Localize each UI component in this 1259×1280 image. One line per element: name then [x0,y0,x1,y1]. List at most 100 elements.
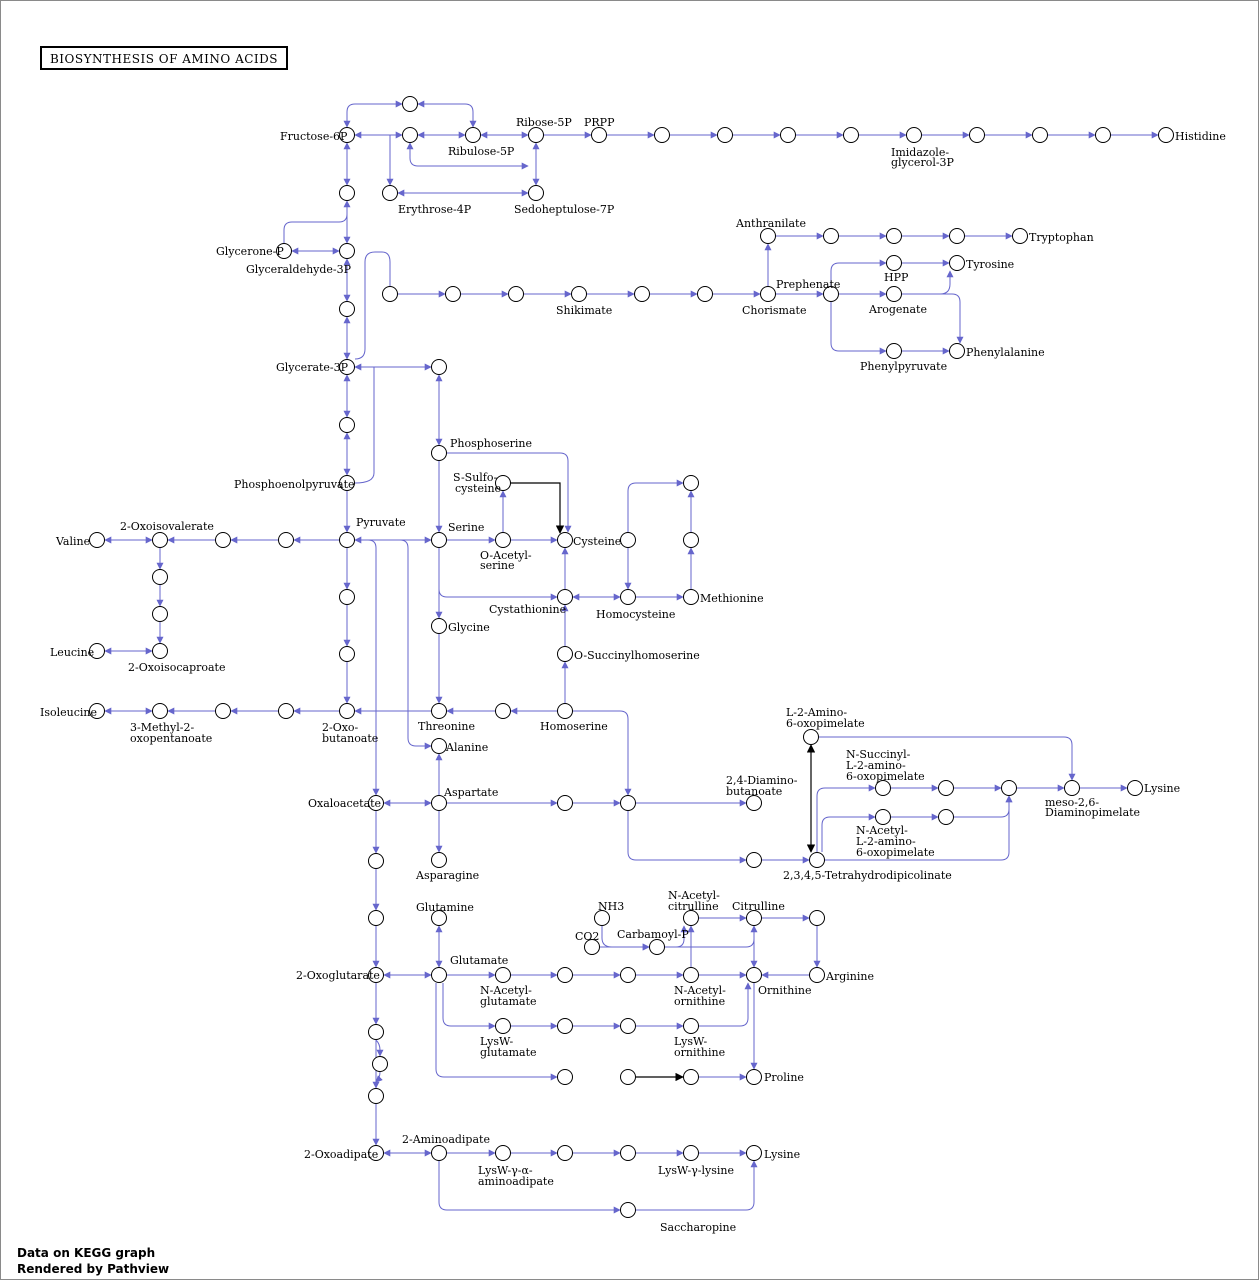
compound-node[interactable] [683,1145,699,1161]
compound-node[interactable] [697,286,713,302]
compound-node[interactable] [278,532,294,548]
compound-node[interactable] [368,1145,384,1161]
compound-node[interactable] [339,301,355,317]
compound-node[interactable] [746,1069,762,1085]
compound-node[interactable] [215,703,231,719]
compound-node[interactable] [557,646,573,662]
compound-node[interactable] [152,606,168,622]
compound-node[interactable] [508,286,524,302]
compound-node[interactable] [431,359,447,375]
compound-node[interactable] [372,1056,388,1072]
compound-node[interactable] [431,852,447,868]
compound-node[interactable] [339,589,355,605]
compound-node[interactable] [886,228,902,244]
compound-node[interactable] [557,589,573,605]
compound-node[interactable] [465,127,481,143]
compound-node[interactable] [683,475,699,491]
compound-node[interactable] [683,532,699,548]
compound-node[interactable] [495,703,511,719]
compound-node[interactable] [402,127,418,143]
compound-node[interactable] [1064,780,1080,796]
compound-node[interactable] [746,795,762,811]
compound-node[interactable] [620,1202,636,1218]
compound-node[interactable] [431,1145,447,1161]
compound-node[interactable] [152,569,168,585]
compound-node[interactable] [1001,780,1017,796]
compound-node[interactable] [823,228,839,244]
compound-node[interactable] [760,228,776,244]
compound-node[interactable] [152,532,168,548]
compound-node[interactable] [382,185,398,201]
compound-node[interactable] [620,532,636,548]
compound-node[interactable] [886,343,902,359]
compound-node[interactable] [339,703,355,719]
compound-node[interactable] [746,1145,762,1161]
compound-node[interactable] [746,852,762,868]
compound-node[interactable] [368,967,384,983]
compound-node[interactable] [683,1018,699,1034]
compound-node[interactable] [620,589,636,605]
compound-node[interactable] [495,967,511,983]
compound-node[interactable] [431,445,447,461]
compound-node[interactable] [557,532,573,548]
compound-node[interactable] [368,1088,384,1104]
compound-node[interactable] [717,127,733,143]
compound-node[interactable] [276,243,292,259]
compound-node[interactable] [89,703,105,719]
compound-node[interactable] [969,127,985,143]
compound-node[interactable] [278,703,294,719]
compound-node[interactable] [368,795,384,811]
compound-node[interactable] [339,475,355,491]
compound-node[interactable] [339,243,355,259]
compound-node[interactable] [495,532,511,548]
compound-node[interactable] [746,910,762,926]
compound-node[interactable] [584,939,600,955]
compound-node[interactable] [938,809,954,825]
compound-node[interactable] [649,939,665,955]
compound-node[interactable] [557,795,573,811]
compound-node[interactable] [571,286,587,302]
compound-node[interactable] [875,780,891,796]
compound-node[interactable] [760,286,776,302]
compound-node[interactable] [906,127,922,143]
compound-node[interactable] [620,1018,636,1034]
compound-node[interactable] [683,589,699,605]
compound-node[interactable] [339,417,355,433]
compound-node[interactable] [495,1018,511,1034]
compound-node[interactable] [431,618,447,634]
compound-node[interactable] [382,286,398,302]
compound-node[interactable] [431,910,447,926]
compound-node[interactable] [886,255,902,271]
compound-node[interactable] [949,228,965,244]
compound-node[interactable] [339,359,355,375]
compound-node[interactable] [634,286,650,302]
compound-node[interactable] [875,809,891,825]
compound-node[interactable] [809,852,825,868]
compound-node[interactable] [402,96,418,112]
compound-node[interactable] [938,780,954,796]
compound-node[interactable] [620,1069,636,1085]
compound-node[interactable] [949,255,965,271]
compound-node[interactable] [557,703,573,719]
compound-node[interactable] [215,532,231,548]
compound-node[interactable] [746,967,762,983]
compound-node[interactable] [339,646,355,662]
compound-node[interactable] [431,703,447,719]
compound-node[interactable] [1012,228,1028,244]
compound-node[interactable] [339,185,355,201]
compound-node[interactable] [368,910,384,926]
compound-node[interactable] [591,127,607,143]
compound-node[interactable] [620,967,636,983]
compound-node[interactable] [528,185,544,201]
compound-node[interactable] [339,532,355,548]
compound-node[interactable] [152,703,168,719]
compound-node[interactable] [949,343,965,359]
compound-node[interactable] [683,967,699,983]
compound-node[interactable] [809,910,825,926]
compound-node[interactable] [620,795,636,811]
compound-node[interactable] [809,967,825,983]
compound-node[interactable] [1095,127,1111,143]
compound-node[interactable] [431,738,447,754]
compound-node[interactable] [528,127,544,143]
compound-node[interactable] [445,286,461,302]
